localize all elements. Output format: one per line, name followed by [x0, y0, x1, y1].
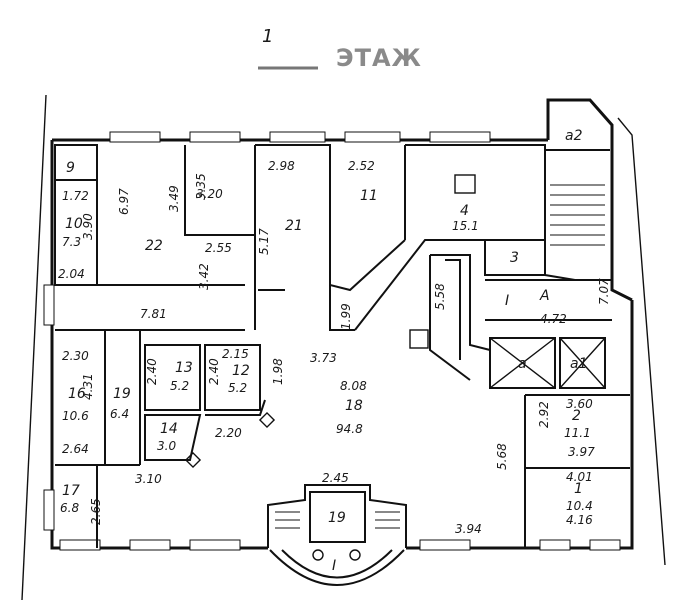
room-19-number: 19: [113, 386, 131, 402]
room-letters: I A a a1 a2 I: [332, 128, 588, 574]
top-windows: [109, 131, 491, 143]
dim-label: 1.98: [271, 358, 285, 385]
room-12-number: 12: [232, 363, 250, 379]
dim-label: 3.73: [310, 351, 337, 365]
dim-label: 2.92: [537, 401, 551, 428]
room-17-number: 17: [62, 483, 80, 499]
stair-treads: [275, 184, 605, 529]
dim-label: 3.35: [194, 173, 208, 200]
room-9-number: 9: [66, 160, 75, 176]
room-10-area: 7.3: [62, 235, 81, 249]
lift-a-label: a: [518, 356, 527, 372]
room-13-number: 13: [175, 360, 193, 376]
room-13-area: 5.2: [170, 379, 189, 393]
dim-label: 2.20: [215, 426, 242, 440]
room-14-area: 3.0: [157, 439, 176, 453]
entrance-t-label: I: [505, 293, 509, 309]
room-10-number: 10: [65, 216, 83, 232]
room-11-number: 11: [360, 188, 378, 204]
dim-label: 4.16: [566, 513, 593, 527]
dim-label: 4.72: [540, 312, 567, 326]
dim-label: 2.98: [268, 159, 295, 173]
dim-label: 2.65: [89, 498, 103, 525]
room-19-area: 6.4: [110, 407, 129, 421]
room-2-area: 11.1: [564, 426, 591, 440]
room-12-area: 5.2: [228, 381, 247, 395]
porch-t-label: I: [332, 558, 336, 574]
dim-label: 5.17: [257, 228, 271, 255]
dim-label: 2.64: [62, 442, 89, 456]
room-4-number: 4: [460, 203, 469, 219]
dim-label: 1.99: [339, 303, 353, 330]
stair-a2-label: a2: [565, 128, 583, 144]
room-21-number: 21: [285, 218, 303, 234]
interior-walls: [54, 144, 630, 586]
room-14-number: 14: [160, 421, 178, 437]
dim-label: 2.52: [348, 159, 375, 173]
floor-title: ЭТАЖ: [336, 44, 422, 72]
fixtures: [184, 174, 476, 561]
dim-label: 2.30: [62, 349, 89, 363]
left-windows: [43, 284, 55, 531]
dim-label: 3.90: [81, 213, 95, 240]
room-1-number: 1: [574, 481, 583, 497]
lift-a1-label: a1: [570, 356, 588, 372]
dim-label: 3.49: [167, 185, 181, 212]
dim-label: 6.97: [117, 188, 131, 215]
dim-label: 7.07: [597, 278, 611, 305]
dim-label: 3.94: [455, 522, 482, 536]
room-4-area: 15.1: [452, 219, 479, 233]
room-16-number: 16: [68, 386, 86, 402]
room-19b-number: 19: [328, 510, 346, 526]
dim-label: 7.81: [140, 307, 167, 321]
room-labels: 9 10 7.3 22 21 11 4 15.1 3 13 5.2 12 5.2…: [60, 160, 593, 526]
dim-label: 2.15: [222, 347, 249, 361]
entrance-a-label: A: [539, 288, 550, 304]
dim-label: 3.20: [196, 187, 223, 201]
room-1-area: 10.4: [566, 499, 593, 513]
room-3-number: 3: [510, 250, 519, 266]
dim-label: 1.72: [62, 189, 89, 203]
dim-label: 2.40: [145, 358, 159, 385]
room-2-number: 2: [572, 408, 581, 424]
dim-label: 2.40: [207, 358, 221, 385]
dim-label: 5.68: [495, 443, 509, 470]
floor-number: 1: [262, 26, 273, 47]
bottom-windows: [59, 539, 621, 551]
lift-shafts: [489, 337, 606, 389]
room-18-area: 94.8: [336, 422, 363, 436]
dim-label: 4.31: [81, 373, 95, 400]
dim-label: 8.08: [340, 379, 367, 393]
site-border: [21, 94, 666, 600]
dim-label: 4.01: [566, 470, 593, 484]
room-16-area: 10.6: [62, 409, 89, 423]
dim-label: 2.45: [322, 471, 349, 485]
dim-label: 3.42: [197, 263, 211, 290]
dim-label: 5.58: [433, 283, 447, 310]
dim-label: 2.55: [205, 241, 232, 255]
dimension-labels: 1.72 3.90 2.04 6.97 3.49 3.35 3.20 2.55 …: [58, 159, 611, 536]
dim-label: 3.60: [566, 397, 593, 411]
room-18-number: 18: [345, 398, 363, 414]
dim-label: 3.97: [568, 445, 595, 459]
room-17-area: 6.8: [60, 501, 79, 515]
dim-label: 3.10: [135, 472, 162, 486]
room-22-number: 22: [145, 238, 163, 254]
dim-label: 2.04: [58, 267, 85, 281]
